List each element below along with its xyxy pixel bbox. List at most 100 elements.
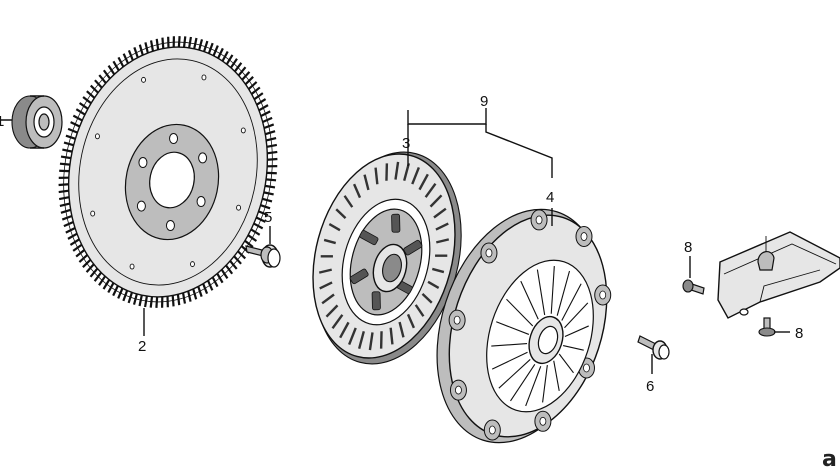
ring-gear-tooth — [132, 293, 138, 305]
friction-slot — [394, 161, 400, 180]
bracket-bolt-upper — [682, 279, 705, 295]
flywheel-mount-hole — [90, 210, 96, 217]
diaphragm-finger — [562, 345, 584, 351]
flywheel-bolt-hole — [138, 157, 148, 169]
flywheel-mount-hole — [94, 133, 100, 140]
ring-gear-tooth — [182, 36, 187, 48]
diaphragm-finger — [550, 266, 555, 314]
callouts: 1 2 3 4 5 6 8 8 9 — [0, 93, 803, 395]
diaphragm-finger — [558, 353, 574, 374]
ring-gear-tooth — [198, 39, 204, 51]
flywheel-bolt-hole — [198, 152, 208, 164]
ring-gear-tooth — [221, 50, 229, 62]
bracket-bolt-lower — [758, 317, 776, 337]
friction-slot — [343, 195, 354, 208]
flywheel-mount-hole — [141, 76, 146, 83]
friction-slot — [321, 293, 335, 305]
pressure-plate-tab-hole — [485, 248, 493, 258]
friction-slot — [403, 162, 411, 181]
ring-gear-tooth — [212, 45, 219, 57]
clutch-disc — [312, 151, 462, 365]
diaphragm-finger — [556, 270, 571, 316]
friction-slot — [435, 222, 449, 231]
diaphragm-finger — [525, 366, 542, 407]
friction-slot — [363, 174, 370, 191]
diaphragm-finger — [553, 360, 560, 392]
callout-6: 6 — [646, 378, 654, 395]
flywheel-mount-hole — [236, 204, 242, 211]
flywheel-mount-hole — [201, 74, 207, 81]
ring-gear-tooth — [217, 47, 224, 59]
friction-slot — [348, 327, 357, 345]
diaphragm-finger — [510, 364, 536, 402]
flywheel-bolt — [245, 244, 281, 268]
pressure-plate-tab-hole — [583, 363, 590, 373]
pressure-plate-tab-hole — [488, 425, 496, 435]
pressure-plate-tab-hole — [599, 290, 607, 300]
friction-slot — [418, 173, 429, 191]
ring-gear-tooth — [193, 37, 198, 49]
friction-slot — [328, 223, 341, 232]
callout-3: 3 — [402, 135, 410, 152]
ring-gear-tooth — [117, 287, 124, 299]
ring-gear-tooth — [149, 296, 154, 308]
ring-gear-tooth — [176, 294, 181, 306]
flywheel-bolt-hole — [165, 220, 175, 232]
ring-gear-tooth — [107, 282, 115, 294]
friction-slot — [424, 183, 437, 198]
ring-gear-tooth — [161, 37, 165, 49]
ring-gear-tooth — [102, 279, 111, 290]
friction-slot — [436, 238, 450, 244]
ring-gear-tooth — [138, 295, 143, 307]
diaphragm-finger — [506, 298, 534, 327]
ring-gear-tooth — [155, 296, 159, 308]
friction-slot — [431, 267, 445, 274]
pressure-plate-tab-hole — [580, 232, 588, 241]
flywheel-ring-gear — [58, 36, 278, 308]
friction-slot — [427, 280, 440, 289]
friction-slot — [352, 183, 362, 199]
callout-4: 4 — [546, 189, 554, 206]
ring-gear-tooth — [127, 292, 133, 304]
friction-slot — [389, 327, 394, 345]
friction-slot — [357, 331, 365, 350]
callout-8-lower: 8 — [795, 325, 803, 342]
ring-gear-tooth — [203, 40, 209, 52]
ring-gear-tooth — [143, 295, 148, 308]
pressure-plate — [436, 208, 612, 444]
friction-slot — [421, 293, 433, 304]
diaphragm-finger — [564, 302, 589, 329]
flywheel-bolt-hole — [196, 195, 206, 207]
callout-2: 2 — [138, 338, 146, 355]
friction-slot — [398, 321, 405, 338]
pressure-plate-tab-hole — [539, 416, 547, 426]
ring-gear-tooth — [122, 290, 129, 302]
friction-slot — [325, 304, 339, 318]
pressure-plate-bolt — [637, 335, 670, 360]
diaphragm-finger — [564, 325, 589, 337]
diaphragm-finger — [496, 321, 530, 335]
friction-slot — [339, 321, 350, 339]
friction-slot — [411, 167, 420, 185]
pressure-plate-tab-hole — [453, 315, 461, 325]
friction-slot — [433, 207, 447, 219]
ring-gear-tooth — [207, 42, 214, 54]
callout-5: 5 — [264, 209, 272, 226]
damper-spring — [371, 291, 381, 311]
callout-9: 9 — [480, 93, 488, 110]
leader-lines — [143, 108, 790, 374]
pilot-bearing — [0, 95, 63, 149]
friction-slot — [331, 314, 344, 329]
flywheel-mount-hole — [240, 127, 246, 134]
ring-gear-tooth — [177, 36, 181, 48]
damper-spring — [349, 268, 369, 285]
friction-slot — [429, 194, 443, 208]
diaphragm-finger — [536, 269, 546, 316]
callout-1: 1 — [0, 113, 4, 130]
flywheel-mount-hole — [129, 263, 135, 270]
watermark-text: a — [822, 447, 837, 470]
diaphragm-finger — [491, 343, 528, 347]
ring-gear-tooth — [225, 54, 234, 65]
friction-slot — [414, 304, 425, 317]
